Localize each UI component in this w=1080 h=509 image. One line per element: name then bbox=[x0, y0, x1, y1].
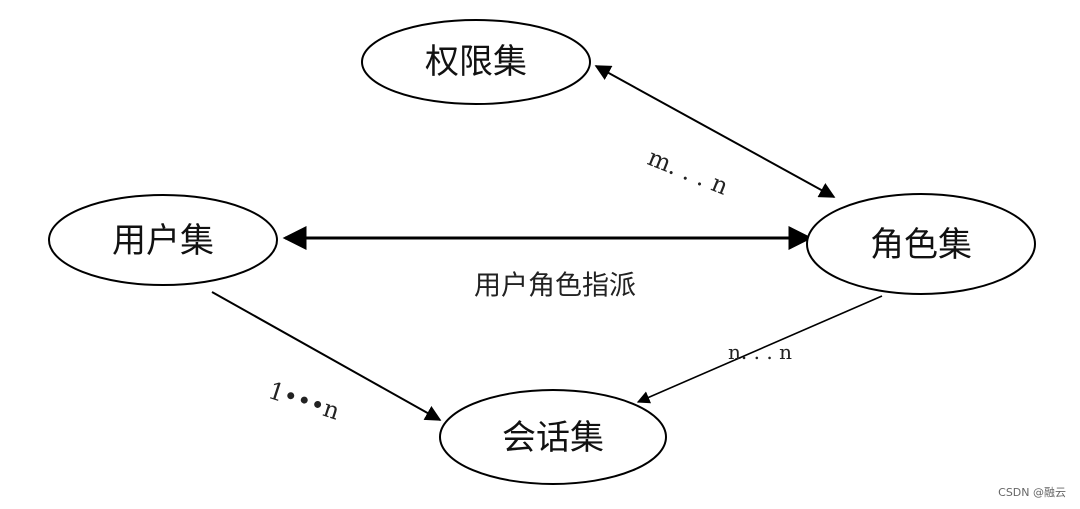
user-session-edge bbox=[211, 291, 442, 421]
role-set-node: 角色集 bbox=[806, 193, 1036, 295]
session-set-label: 会话集 bbox=[502, 418, 604, 458]
role-set-label: 角色集 bbox=[870, 225, 972, 265]
user-set-label: 用户集 bbox=[112, 221, 214, 261]
permission-set-label: 权限集 bbox=[425, 42, 527, 82]
user-session-multiplicity: 1•••n bbox=[265, 376, 343, 425]
csdn-watermark: CSDN @融云 bbox=[998, 486, 1066, 499]
user-set-node: 用户集 bbox=[48, 194, 278, 286]
permission-role-edge bbox=[594, 65, 836, 198]
role-session-edge bbox=[636, 295, 883, 404]
role-session-multiplicity: n. . . n bbox=[728, 340, 792, 364]
session-set-node: 会话集 bbox=[439, 389, 667, 485]
permission-set-node: 权限集 bbox=[361, 19, 591, 105]
role-permission-multiplicity: m. . . n bbox=[644, 143, 732, 200]
user-role-assignment-label: 用户角色指派 bbox=[474, 271, 636, 302]
